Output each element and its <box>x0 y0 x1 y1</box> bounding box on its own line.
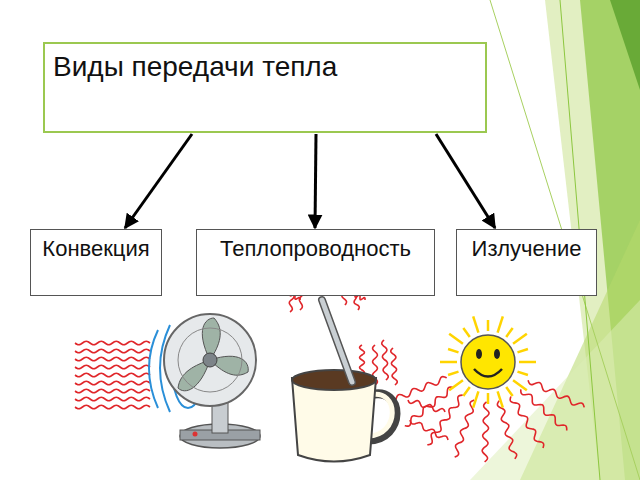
process-box: Излучение <box>456 229 597 296</box>
heat-wave <box>75 341 150 345</box>
fan <box>149 314 260 448</box>
sun <box>440 316 536 407</box>
heat-wave <box>455 400 474 457</box>
sun-smile <box>474 369 502 377</box>
sun-ray <box>487 320 490 331</box>
box-label: Теплопроводность <box>207 236 424 262</box>
heat-wave <box>528 380 584 407</box>
box-label: Излучение <box>467 236 586 262</box>
heat-wave <box>410 420 448 440</box>
sun-ray <box>498 391 503 407</box>
heat-wave <box>75 397 150 401</box>
sun-ray <box>463 387 469 396</box>
spoon <box>322 300 352 382</box>
arrow-connector <box>125 134 192 228</box>
sun-ray <box>463 328 469 337</box>
heat-wave <box>521 389 567 430</box>
sun-ray <box>449 380 463 390</box>
heat-wave <box>510 396 544 448</box>
sun-ray <box>487 393 490 404</box>
heat-wave <box>482 402 489 462</box>
sun-ray <box>498 316 503 332</box>
sun-ray <box>440 361 457 364</box>
heat-wave <box>391 348 397 385</box>
heat-wave <box>75 373 150 377</box>
fan-guard <box>164 314 256 406</box>
sun-eye <box>476 349 482 359</box>
coffee <box>292 370 376 390</box>
heat-wave <box>389 377 447 403</box>
process-box: Конвекция <box>30 229 162 296</box>
green-band <box>470 300 640 480</box>
heat-wave <box>75 405 150 409</box>
fan-guard <box>178 328 242 392</box>
process-box: Теплопроводность <box>196 229 435 296</box>
spoon <box>322 300 352 382</box>
sun-ray <box>448 372 458 375</box>
sun-rays <box>440 316 536 407</box>
heat-wave <box>75 349 150 353</box>
sun-ray <box>517 349 527 352</box>
heat-wave <box>408 400 445 412</box>
heat-wave <box>360 345 365 375</box>
heat-waves <box>75 268 584 462</box>
sun-ray <box>448 349 458 352</box>
sun-ray <box>449 334 463 344</box>
sun-ray <box>473 316 478 332</box>
heat-wave <box>75 365 150 369</box>
heat-wave <box>75 357 150 361</box>
green-band <box>610 0 640 90</box>
sun-eye <box>494 349 500 359</box>
sun-disc <box>461 335 515 389</box>
sun-ray <box>519 361 536 364</box>
heat-wave <box>405 387 454 426</box>
fan-button <box>193 432 198 437</box>
arrow-connector <box>315 134 316 228</box>
arrow-connector <box>436 134 495 228</box>
sun-ray <box>506 387 512 396</box>
sun-ray <box>506 328 512 337</box>
mug <box>292 300 396 462</box>
title-box: Виды передачи тепла <box>43 42 487 133</box>
heat-wave <box>427 395 462 445</box>
sun-ray <box>473 391 478 407</box>
fan-hub <box>203 353 217 367</box>
heat-wave <box>75 381 150 385</box>
heat-wave <box>497 401 516 459</box>
heat-wave <box>75 389 150 393</box>
sun-ray <box>513 380 527 390</box>
air-arc <box>149 330 158 408</box>
heat-wave <box>382 340 388 380</box>
box-label: Конвекция <box>41 236 151 262</box>
sun-ray <box>513 334 527 344</box>
sun-ray <box>517 372 527 375</box>
title-text: Виды передачи тепла <box>53 50 477 84</box>
